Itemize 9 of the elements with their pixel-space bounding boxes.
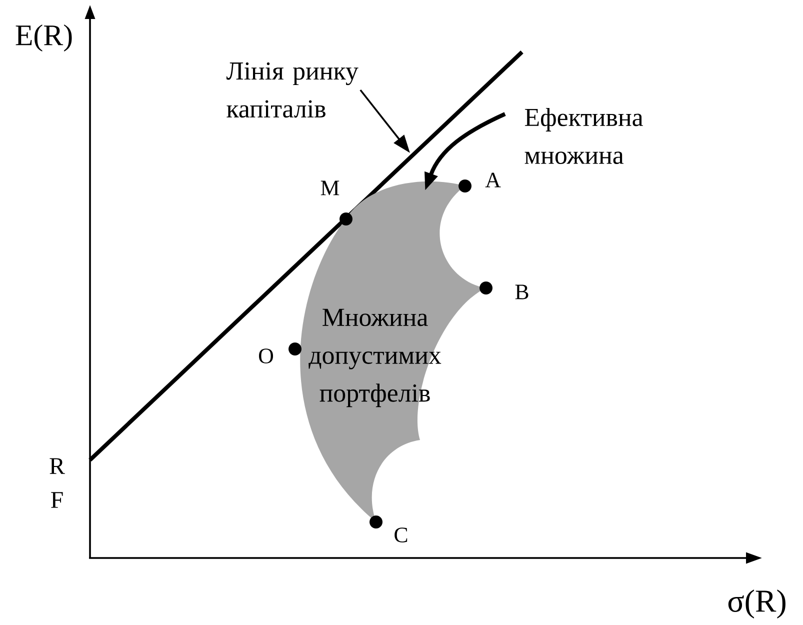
line-label: Лінія ринку капіталів — [226, 62, 358, 118]
axis-label: R F — [50, 458, 65, 508]
point-label: B — [515, 284, 528, 300]
frontier-label: Ефективна множина — [524, 108, 643, 164]
axis-label: E(R) — [16, 24, 72, 52]
axis-label: σ(R) — [728, 590, 786, 618]
point-label: A — [485, 172, 501, 188]
point-label: O — [259, 348, 274, 364]
point-label: M — [320, 180, 340, 196]
